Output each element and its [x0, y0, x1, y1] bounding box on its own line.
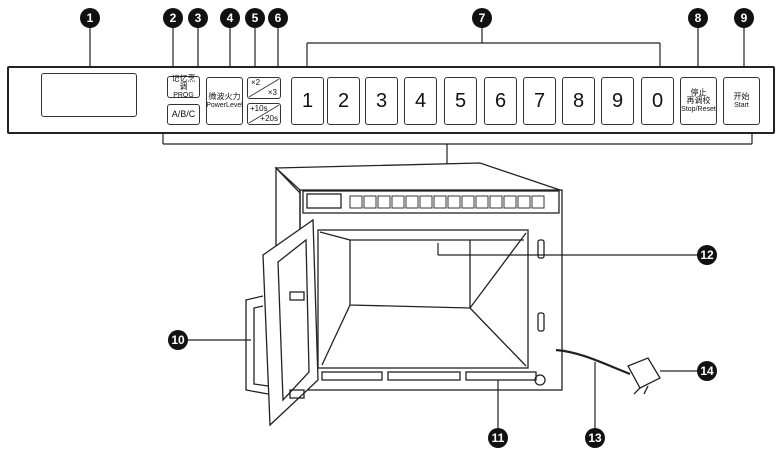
abc-button[interactable]: A/B/C — [167, 104, 200, 125]
digit-label: 9 — [611, 89, 624, 112]
add-time-button[interactable]: +10s +20s — [247, 103, 281, 125]
digit-9-button[interactable]: 9 — [601, 77, 634, 125]
start-button[interactable]: 开始 Start — [723, 77, 760, 125]
prog-button[interactable]: 记忆烹调 PROG — [167, 73, 200, 99]
callout-12: 12 — [697, 245, 717, 265]
digit-label: 6 — [494, 89, 507, 112]
digit-6-button[interactable]: 6 — [484, 77, 517, 125]
digit-label: 1 — [301, 89, 314, 112]
digit-label: 3 — [375, 89, 388, 112]
digit-label: 7 — [533, 89, 546, 112]
digit-1-button[interactable]: 1 — [291, 77, 324, 125]
callout-11: 11 — [488, 428, 508, 448]
digit-0-button[interactable]: 0 — [641, 77, 674, 125]
digit-7-button[interactable]: 7 — [523, 77, 556, 125]
digit-8-button[interactable]: 8 — [562, 77, 595, 125]
callout-14: 14 — [697, 361, 717, 381]
digit-2-button[interactable]: 2 — [327, 77, 360, 125]
callout-8: 8 — [688, 8, 708, 28]
callout-1: 1 — [80, 8, 100, 28]
digit-5-button[interactable]: 5 — [444, 77, 477, 125]
digit-label: 5 — [454, 89, 467, 112]
callout-4: 4 — [220, 8, 240, 28]
power-label-en: PowerLevel — [206, 101, 243, 109]
start-label-en: Start — [734, 101, 749, 109]
plus20-label: +20s — [260, 113, 278, 123]
display-window — [41, 73, 137, 117]
power-label-cn: 微波火力 — [208, 92, 241, 102]
digit-3-button[interactable]: 3 — [365, 77, 398, 125]
start-label-cn: 开始 — [733, 92, 750, 102]
callout-13: 13 — [585, 428, 605, 448]
digit-label: 4 — [414, 89, 427, 112]
callout-3: 3 — [188, 8, 208, 28]
digit-label: 0 — [651, 89, 664, 112]
abc-label: A/B/C — [171, 108, 196, 119]
callout-2: 2 — [163, 8, 183, 28]
stop-label-en: Stop/Reset — [681, 105, 716, 113]
callout-7: 7 — [472, 8, 492, 28]
stop-label-cn1: 停止 — [690, 87, 707, 97]
digit-label: 8 — [572, 89, 585, 112]
callout-10: 10 — [168, 330, 188, 350]
callout-5: 5 — [245, 8, 265, 28]
x3-label: ×3 — [267, 87, 277, 97]
power-level-button[interactable]: 微波火力 PowerLevel — [206, 77, 243, 125]
digit-label: 2 — [337, 89, 350, 112]
plus10-label: +10s — [250, 104, 268, 113]
digit-4-button[interactable]: 4 — [404, 77, 437, 125]
prog-label-cn: 记忆烹调 — [171, 73, 196, 92]
stop-reset-button[interactable]: 停止 再调校 Stop/Reset — [680, 77, 717, 125]
callout-9: 9 — [734, 8, 754, 28]
callout-6: 6 — [268, 8, 288, 28]
stop-label-cn2: 再调校 — [686, 96, 711, 106]
x2-label: ×2 — [251, 78, 261, 87]
multiplier-button[interactable]: ×2 ×3 — [247, 77, 281, 99]
prog-label-en: PROG — [173, 91, 194, 99]
